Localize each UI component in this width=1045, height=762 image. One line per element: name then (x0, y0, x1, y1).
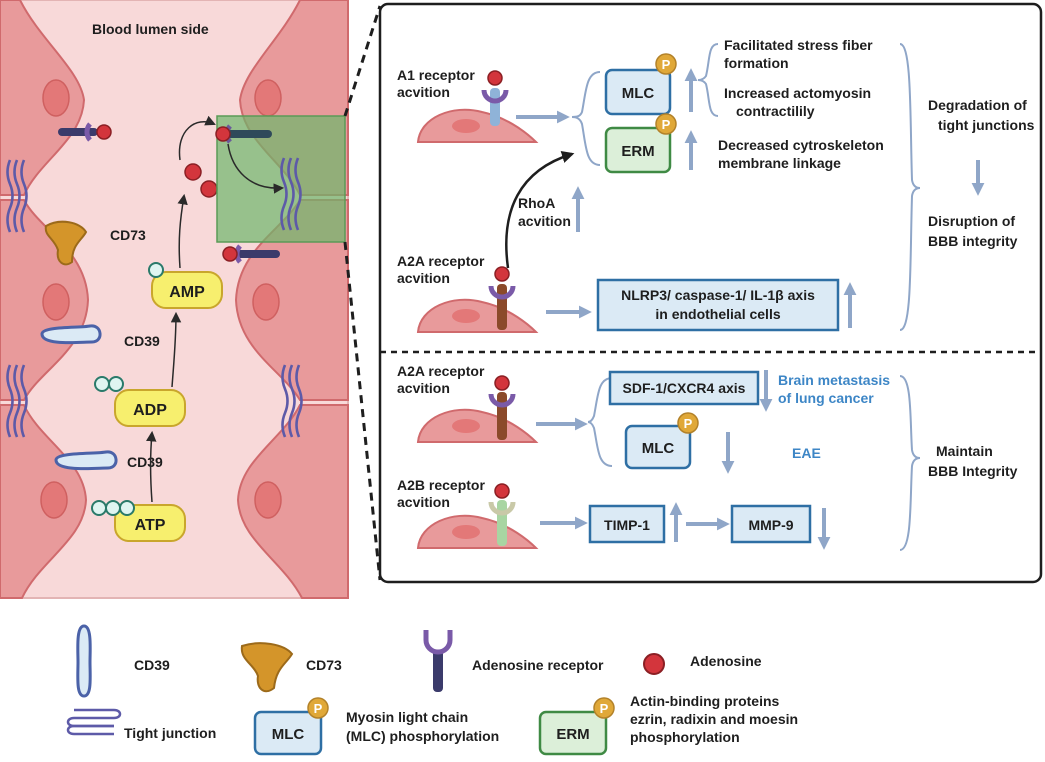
svg-text:ERM: ERM (556, 726, 589, 743)
svg-text:MLC: MLC (272, 726, 305, 743)
a2a-receptor-icon (497, 392, 507, 440)
legend: CD39 CD73 Adenosine receptor Adenosine T… (66, 624, 798, 756)
adenosine-icon (200, 180, 218, 198)
left-panel-title: Blood lumen side (92, 21, 209, 37)
cd39-legend-label: CD39 (134, 657, 170, 673)
cd73-icon (44, 220, 88, 266)
timp-box (588, 504, 666, 544)
sdf-box (608, 370, 760, 406)
lower-brace (587, 377, 613, 467)
a1-receptor-icon (490, 88, 500, 126)
svg-text:ATP: ATP (135, 517, 166, 534)
tight-junction-legend-icon (66, 708, 122, 736)
svg-text:ADP: ADP (133, 402, 167, 419)
adenosine-icon (494, 266, 510, 282)
adp-node: ADP (94, 376, 186, 427)
upper-brace (571, 71, 601, 166)
mlc-legend-box (253, 710, 323, 756)
svg-text:P: P (600, 701, 609, 716)
cd73-label: CD73 (110, 227, 146, 243)
mlc-effects-brace (697, 43, 719, 117)
svg-text:MLC: MLC (622, 85, 655, 102)
cd39-lower-label: CD39 (127, 454, 163, 470)
svg-text:P: P (662, 117, 671, 132)
adenosine-receptor-icon (215, 124, 272, 144)
amp-node: AMP (148, 262, 223, 309)
eae-text: EAE (792, 445, 821, 461)
mlc-legend-text: Myosin light chain(MLC) phosphorylation (346, 709, 499, 744)
svg-text:TIMP-1: TIMP-1 (604, 517, 650, 533)
cd73-legend-icon (240, 642, 294, 693)
svg-text:P: P (662, 57, 671, 72)
svg-text:P: P (684, 416, 693, 431)
amp-to-adenosine-arrow (177, 193, 188, 269)
adenosine-icon (487, 70, 503, 86)
svg-text:ERM: ERM (621, 143, 654, 160)
zoom-line-bottom (343, 241, 382, 581)
phospho-icon (655, 53, 677, 75)
nlrp3-box (596, 278, 840, 332)
phospho-icon (307, 697, 329, 719)
erm-box (604, 126, 672, 174)
mmp-box (730, 504, 812, 544)
cd73-legend-label: CD73 (306, 657, 342, 673)
adenosine-to-receptor-arrow (178, 115, 216, 161)
phospho-icon (655, 113, 677, 135)
zoom-line-top (343, 5, 382, 117)
outcome-brace (899, 43, 921, 331)
adenosine-receptor-icon (222, 244, 280, 264)
adenosine-icon (494, 483, 510, 499)
maintain-brace (899, 375, 921, 551)
receptor-to-junction-arrow (227, 143, 285, 194)
adenosine-icon (494, 375, 510, 391)
mlc-box-lower (624, 424, 692, 470)
rhoa-to-mlc-arrow (505, 150, 575, 269)
a2b-receptor-icon (497, 500, 507, 546)
left-panel: CD73 CD39 CD39 Blood lumen side ATP ADP … (0, 0, 349, 599)
svg-text:MMP-9: MMP-9 (748, 517, 793, 533)
right-endothelial-wall (234, 0, 349, 599)
atp-to-adp-arrow (146, 430, 157, 503)
svg-text:SDF-1/CXCR4 axis: SDF-1/CXCR4 axis (623, 380, 746, 396)
cd39-icon (54, 450, 118, 471)
erm-legend-box (538, 710, 608, 756)
cd39-icon (40, 324, 102, 345)
adp-to-amp-arrow (170, 311, 182, 388)
adenosine-icon (184, 163, 202, 181)
tight-junction-legend-label: Tight junction (124, 725, 216, 741)
adenosine-receptor-legend-label: Adenosine receptor (472, 657, 604, 673)
adenosine-legend-label: Adenosine (690, 653, 762, 669)
svg-text:MLC: MLC (642, 440, 675, 457)
adenosine-legend-icon (643, 653, 665, 675)
left-endothelial-wall (0, 0, 90, 599)
svg-text:P: P (314, 701, 323, 716)
a2a-receptor-icon (497, 284, 507, 330)
cd39-upper-label: CD39 (124, 333, 160, 349)
phospho-icon (677, 412, 699, 434)
phospho-icon (593, 697, 615, 719)
mlc-box (604, 68, 672, 116)
adenosine-receptor-icon (58, 122, 112, 142)
atp-node: ATP (91, 500, 186, 542)
cd39-legend-icon (76, 624, 92, 698)
adenosine-receptor-legend-icon (423, 630, 453, 692)
svg-text:AMP: AMP (169, 284, 205, 301)
